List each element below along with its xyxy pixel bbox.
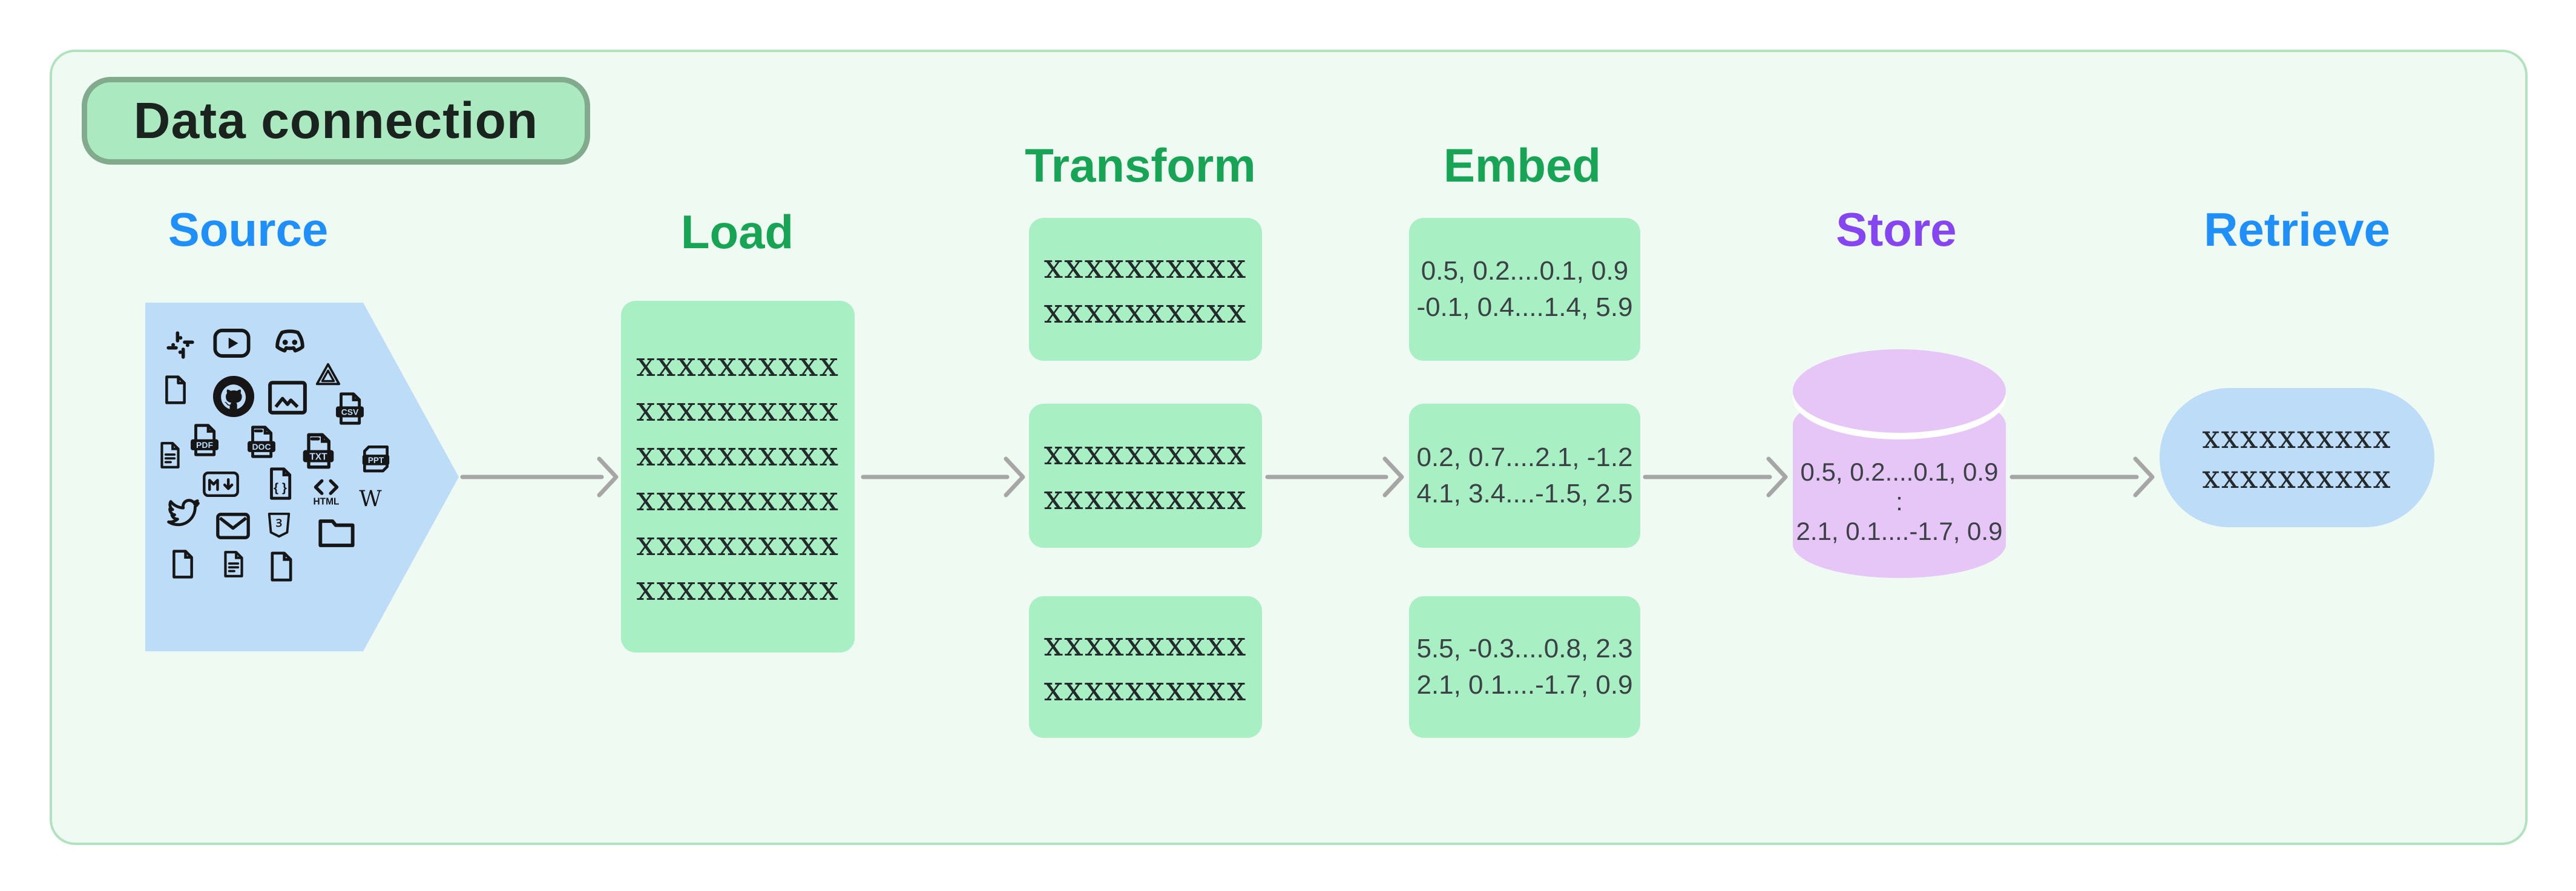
slack-icon [163, 328, 197, 362]
svg-text:W: W [359, 485, 382, 511]
transform-label: Transform [1025, 139, 1256, 192]
database-lid [1793, 349, 2006, 433]
doc-file-icon: DOC [244, 424, 279, 460]
document-icon [218, 548, 249, 580]
transform-box: xxxxxxxxxx xxxxxxxxxx [1029, 404, 1262, 548]
embed-box: 0.5, 0.2....0.1, 0.9 -0.1, 0.4....1.4, 5… [1409, 218, 1640, 361]
retrieve-box: xxxxxxxxxx xxxxxxxxxx [2160, 388, 2434, 527]
embed-vector: 0.5, 0.2....0.1, 0.9 [1421, 256, 1629, 286]
svg-text:TXT: TXT [309, 452, 327, 462]
transform-box: xxxxxxxxxx xxxxxxxxxx [1029, 596, 1262, 738]
transform-row: xxxxxxxxxx [1043, 292, 1247, 331]
load-row: xxxxxxxxxx [636, 344, 840, 384]
arrow-load-to-transform [861, 456, 1025, 498]
wikipedia-icon: W [356, 485, 385, 513]
embed-vector: 2.1, 0.1....-1.7, 0.9 [1416, 670, 1633, 700]
svg-text:Ɜ: Ɜ [276, 517, 282, 529]
embed-vector: 4.1, 3.4....-1.5, 2.5 [1416, 479, 1633, 508]
store-vector: 0.5, 0.2....0.1, 0.9 [1800, 458, 1999, 486]
arrow-transform-to-embed [1265, 456, 1404, 498]
file-icon [166, 547, 199, 582]
json-file-icon: { } [263, 465, 298, 502]
pdf-file-icon: PDF [187, 422, 222, 458]
load-row: xxxxxxxxxx [636, 389, 840, 429]
google-drive-icon [314, 362, 342, 387]
transform-row: xxxxxxxxxx [1043, 478, 1247, 518]
source-label: Source [168, 203, 329, 256]
store-database: 0.5, 0.2....0.1, 0.9 : 2.1, 0.1....-1.7,… [1793, 349, 2006, 578]
svg-text:CSV: CSV [341, 407, 359, 417]
embed-vector: 5.5, -0.3....0.8, 2.3 [1416, 634, 1633, 663]
folder-icon [317, 517, 356, 550]
svg-text:{ }: { } [274, 481, 287, 495]
file-icon [159, 372, 192, 407]
load-row: xxxxxxxxxx [636, 524, 840, 564]
load-box: xxxxxxxxxx xxxxxxxxxx xxxxxxxxxx xxxxxxx… [621, 301, 855, 653]
embed-vector: -0.1, 0.4....1.4, 5.9 [1416, 292, 1633, 322]
diagram-panel [50, 50, 2528, 845]
svg-text:PPT: PPT [368, 456, 384, 465]
retrieve-label: Retrieve [2204, 203, 2390, 256]
retrieve-row: xxxxxxxxxx [2202, 459, 2392, 496]
embed-vector: 0.2, 0.7....2.1, -1.2 [1416, 442, 1633, 472]
svg-text:PDF: PDF [196, 440, 213, 450]
load-row: xxxxxxxxxx [636, 434, 840, 474]
arrow-store-to-retrieve [2009, 456, 2155, 498]
html-icon: HTML [307, 476, 345, 507]
page-title: Data connection [133, 92, 539, 149]
transform-row: xxxxxxxxxx [1043, 433, 1247, 473]
markdown-icon [202, 470, 240, 498]
embed-label: Embed [1443, 139, 1602, 192]
transform-row: xxxxxxxxxx [1043, 247, 1247, 286]
title-badge: Data connection [82, 77, 590, 165]
document-icon [155, 439, 185, 472]
embed-box: 5.5, -0.3....0.8, 2.3 2.1, 0.1....-1.7, … [1409, 596, 1640, 738]
twitter-icon [163, 496, 202, 530]
store-ellipsis: : [1896, 487, 1903, 516]
embed-box: 0.2, 0.7....2.1, -1.2 4.1, 3.4....-1.5, … [1409, 404, 1640, 548]
github-icon [208, 370, 260, 422]
transform-row: xxxxxxxxxx [1043, 625, 1247, 664]
load-label: Load [680, 205, 794, 258]
transform-row: xxxxxxxxxx [1043, 669, 1247, 709]
arrow-source-to-load [460, 456, 619, 498]
transform-box: xxxxxxxxxx xxxxxxxxxx [1029, 218, 1262, 361]
ppt-file-icon: PPT [358, 441, 394, 475]
discord-icon [269, 327, 311, 362]
retrieve-row: xxxxxxxxxx [2202, 419, 2392, 456]
store-label: Store [1836, 203, 1957, 256]
arrow-embed-to-store [1643, 456, 1788, 498]
load-row: xxxxxxxxxx [636, 479, 840, 519]
load-row: xxxxxxxxxx [636, 568, 840, 608]
image-icon [268, 380, 307, 415]
youtube-icon [212, 328, 251, 358]
css3-icon: Ɜ [265, 510, 293, 542]
svg-text:HTML: HTML [313, 497, 339, 507]
csv-file-icon: CSV [332, 390, 367, 427]
svg-text:DOC: DOC [252, 442, 271, 452]
txt-file-icon: TXT [299, 431, 338, 471]
email-icon [215, 511, 251, 541]
file-icon [264, 548, 298, 585]
store-vector: 2.1, 0.1....-1.7, 0.9 [1796, 517, 2003, 545]
